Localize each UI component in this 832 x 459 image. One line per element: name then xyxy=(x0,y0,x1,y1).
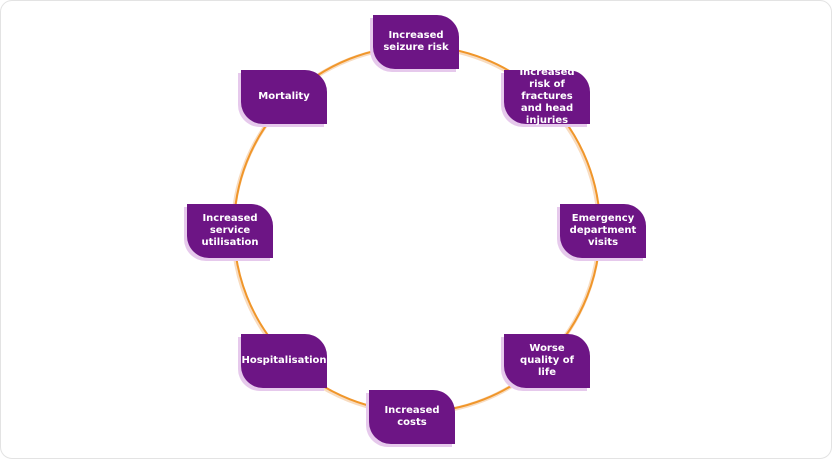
node-fractures-head-injuries: Increased risk of fractures and head inj… xyxy=(504,67,590,126)
node-worse-quality-of-life: Worse quality of life xyxy=(504,334,590,388)
node-label: Increased costs xyxy=(384,405,440,428)
node-hospitalisation: Hospitalisation xyxy=(241,334,327,388)
node-label: Increased risk of fractures and head inj… xyxy=(519,67,575,126)
node-label: Emergency department visits xyxy=(569,213,637,248)
node-increased-costs: Increased costs xyxy=(369,390,455,444)
node-label: Mortality xyxy=(258,91,310,102)
node-increased-seizure-risk: Increased seizure risk xyxy=(373,15,459,69)
node-increased-service-utilisation: Increased service utilisation xyxy=(187,204,273,258)
node-label: Worse quality of life xyxy=(520,343,574,378)
node-label: Increased service utilisation xyxy=(201,213,259,248)
node-label: Hospitalisation xyxy=(241,355,327,366)
node-mortality: Mortality xyxy=(241,70,327,124)
node-emergency-department-visits: Emergency department visits xyxy=(560,204,646,258)
node-label: Increased seizure risk xyxy=(383,30,449,53)
